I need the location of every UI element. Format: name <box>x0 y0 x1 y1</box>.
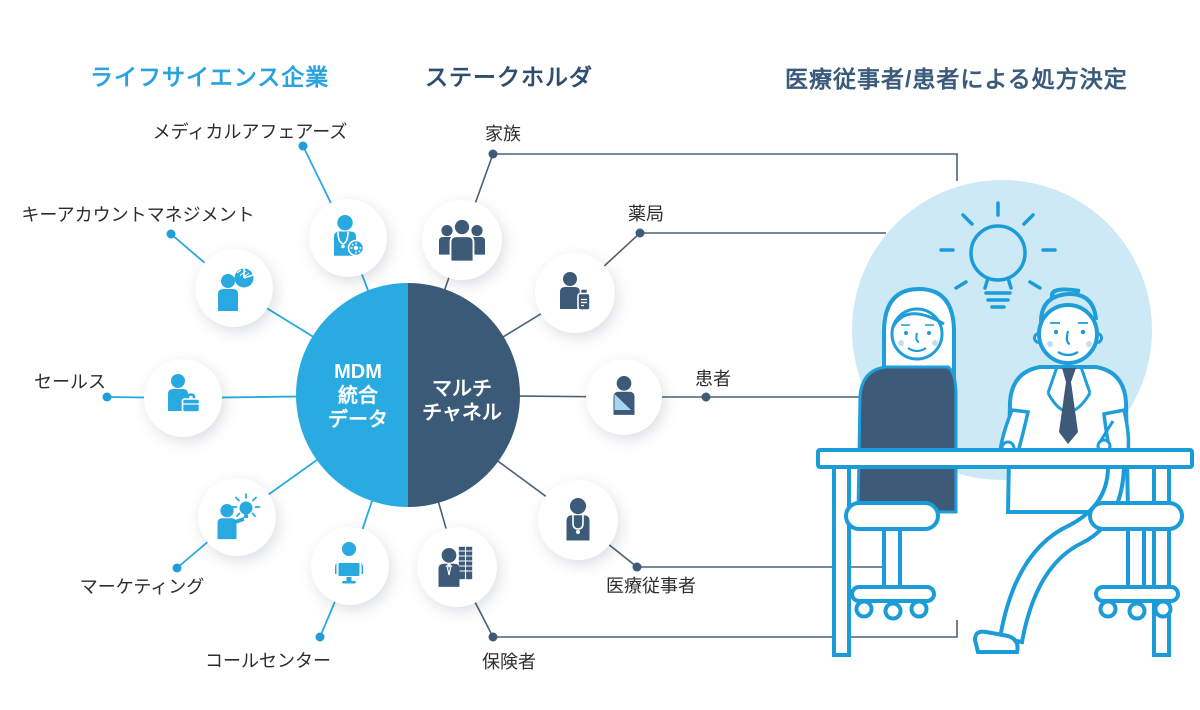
right-chair <box>1088 501 1184 621</box>
hub-right-half <box>408 283 520 507</box>
key-account-node <box>195 249 273 327</box>
node-label-patient: 患者 <box>695 369 731 389</box>
idea-bulb-icon <box>939 201 1057 309</box>
header-prescription-decision: 医療従事者/患者による処方決定 <box>785 66 1128 92</box>
hub-multichannel-label: マルチ チャネル <box>422 377 502 425</box>
header-stakeholders: ステークホルダ <box>425 64 593 90</box>
healthcare-professional-icon <box>566 498 590 541</box>
marketing-icon <box>217 493 261 540</box>
man-hair <box>1039 287 1098 323</box>
woman-sweater <box>856 365 958 514</box>
hub-mdm-label: MDM 統合 データ <box>328 360 388 432</box>
hub-multichannel-line2: チャネル <box>422 402 502 424</box>
node-label-marketing: マーケティング <box>79 577 205 597</box>
hub-mdm-line3: データ <box>328 409 388 431</box>
call-center-icon <box>335 542 363 584</box>
patient-woman-figure <box>856 286 958 514</box>
pharmacy-icon <box>560 272 591 311</box>
node-label-call-center: コールセンター <box>205 651 331 671</box>
marketing-node <box>198 478 276 556</box>
hub-mdm-line1: MDM <box>334 361 382 383</box>
left-icons <box>168 215 365 584</box>
prescription-decision-illustration <box>816 180 1194 657</box>
pen <box>1098 420 1115 443</box>
right-icons <box>438 218 635 587</box>
man-shoe <box>972 629 1020 654</box>
key-account-icon <box>218 268 254 311</box>
hub-multichannel-line1: マルチ <box>432 378 492 400</box>
connector-dots <box>102 141 711 642</box>
doctor-man-figure <box>998 287 1131 514</box>
patient-icon <box>613 376 635 415</box>
header-life-science-companies: ライフサイエンス企業 <box>90 64 330 90</box>
node-label-pharmacy: 薬局 <box>628 204 664 224</box>
medical-affairs-icon <box>334 215 365 257</box>
node-label-sales: セールス <box>34 372 106 392</box>
node-label-medical-affairs: メディカルアフェアーズ <box>152 122 348 142</box>
hub-left-half <box>296 283 408 507</box>
man-tie <box>1059 368 1078 444</box>
left-chair <box>844 501 940 621</box>
hub-circle <box>296 283 520 507</box>
node-label-healthcare-professional: 医療従事者 <box>606 576 696 596</box>
node-label-family: 家族 <box>485 124 521 144</box>
insurer-icon <box>438 545 474 587</box>
node-label-insurer: 保険者 <box>482 652 536 672</box>
office-chairs <box>844 501 1184 621</box>
node-label-key-account-management: キーアカウントマネジメント <box>21 205 255 225</box>
hub-mdm-line2: 統合 <box>338 385 378 407</box>
sales-icon <box>168 374 201 413</box>
